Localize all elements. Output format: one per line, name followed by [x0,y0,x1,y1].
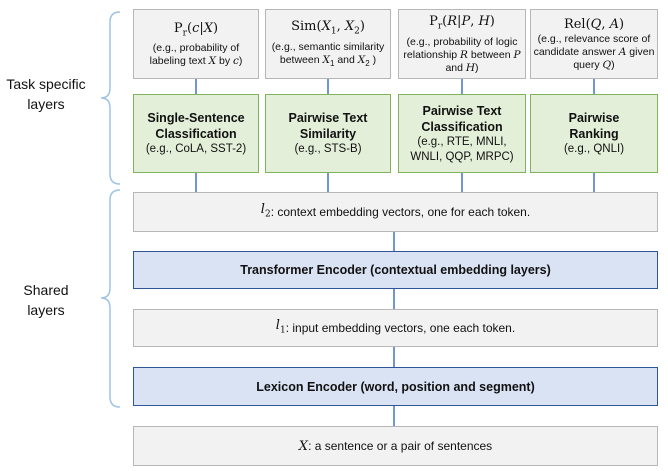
l1-symbol: l1 [275,317,286,336]
lexicon-encoder-label: Lexicon Encoder (word, position and segm… [256,379,535,394]
task-specific-brace [100,11,121,185]
task-examples: (e.g., CoLA, SST-2) [145,143,247,155]
lexicon-encoder-box: Lexicon Encoder (word, position and segm… [133,367,658,406]
output-box-ranking: Rel(Q, A) (e.g., relevance score of cand… [530,9,658,79]
task-examples: (e.g., QNLI) [563,143,625,155]
l2-context-embedding-box: l2 : context embedding vectors, one for … [133,192,658,232]
output-box-similarity: Sim(X1, X2) (e.g., semantic similarity b… [265,9,391,79]
transformer-encoder-label: Transformer Encoder (contextual embeddin… [240,263,551,277]
shared-layers-label: Shared layers [23,282,69,318]
task-specific-layers-label: Task specific layers [6,76,86,112]
l1-text: : input embedding vectors, one each toke… [285,321,516,335]
output-description: (e.g., relevance score of candidate answ… [533,33,655,71]
output-description: (e.g., semantic similarity between X1 an… [271,40,385,68]
task-box-similarity: Pairwise Text Similarity (e.g., STS-B) [265,94,391,173]
output-formula: Sim(X1, X2) [291,19,365,37]
input-sentence-box: X : a sentence or a pair of sentences [133,426,658,466]
output-formula: Pr(R|P, H) [429,14,495,32]
l2-text: : context embedding vectors, one for eac… [270,205,531,219]
task-examples: (e.g., RTE, MNLI, WNLI, QQP, MRPC) [410,135,514,163]
input-text: : a sentence or a pair of sentences [308,439,493,453]
output-box-text-classification: Pr(R|P, H) (e.g., probability of logic r… [398,9,526,79]
output-description: (e.g., probability of logic relationship… [403,35,521,74]
task-title: Single-Sentence Classification [147,111,245,141]
task-title: Pairwise Text Classification [421,103,503,134]
task-title: Pairwise Ranking [568,111,620,141]
task-box-text-classification: Pairwise Text Classification (e.g., RTE,… [398,94,526,173]
shared-brace [100,189,121,408]
l2-symbol: l2 [260,201,271,220]
task-title: Pairwise Text Similarity [288,111,368,141]
input-symbol: X [298,438,309,454]
output-formula: Pr(c|X) [173,20,219,39]
task-examples: (e.g., STS-B) [294,143,362,155]
output-box-single-sentence: Pr(c|X) (e.g., probability of labeling t… [133,9,259,79]
l1-input-embedding-box: l1 : input embedding vectors, one each t… [133,309,658,347]
task-box-single-sentence: Single-Sentence Classification (e.g., Co… [133,94,259,173]
task-box-ranking: Pairwise Ranking (e.g., QNLI) [530,94,658,173]
output-description: (e.g., probability of labeling text X by… [149,42,243,68]
transformer-encoder-box: Transformer Encoder (contextual embeddin… [133,251,658,289]
output-formula: Rel(Q, A) [563,17,625,32]
